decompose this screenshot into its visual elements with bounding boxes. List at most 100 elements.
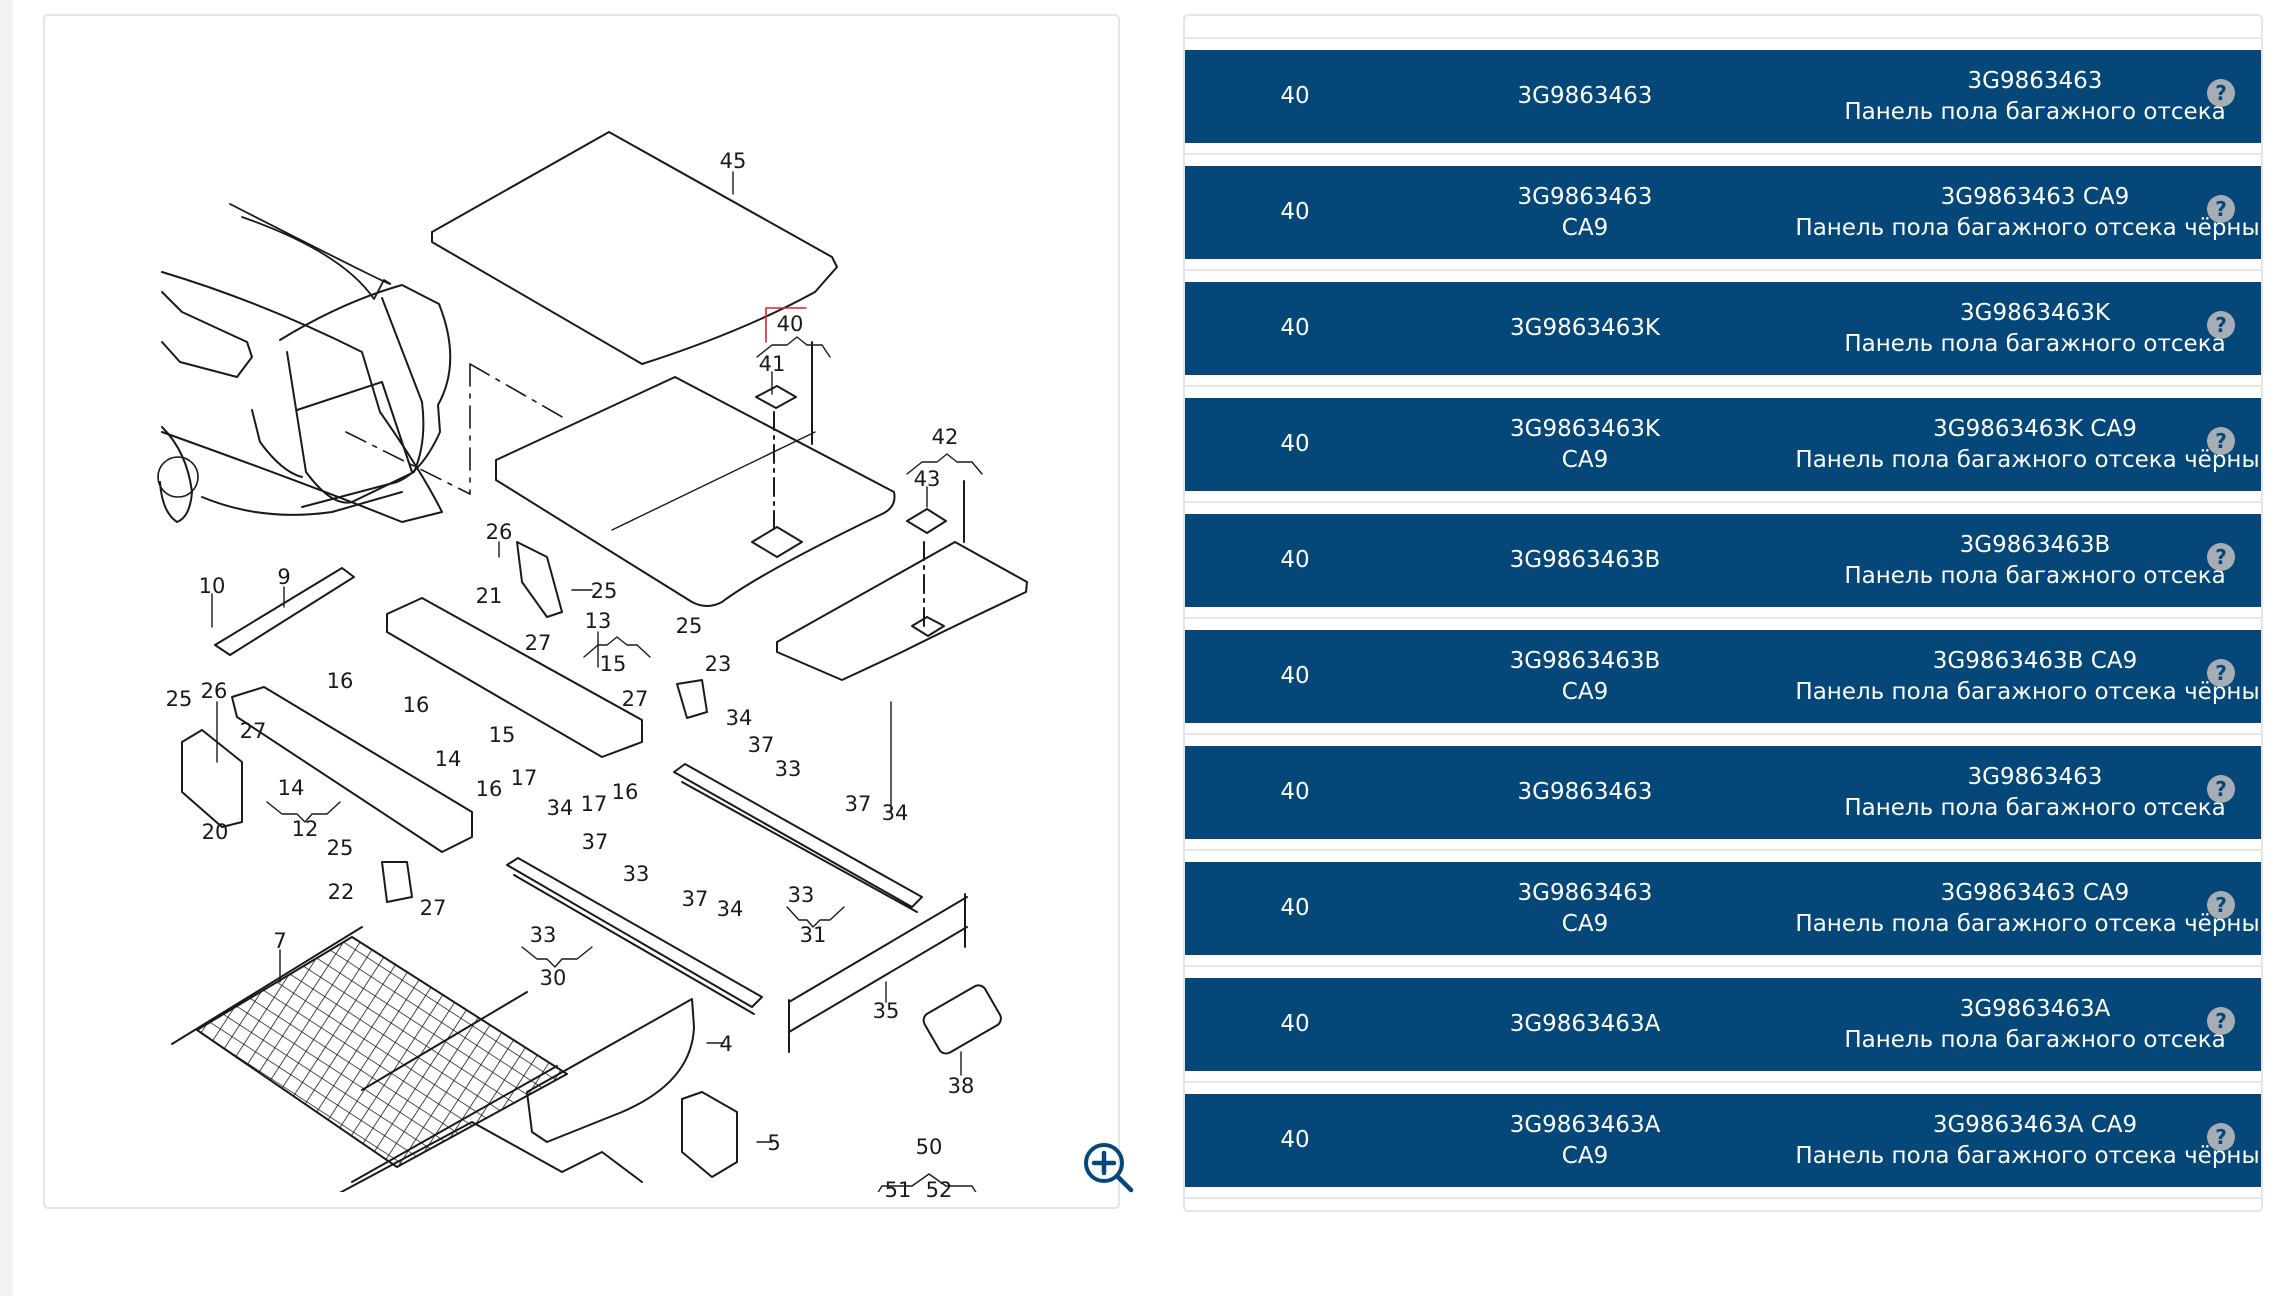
part-number: 3G9863463K CA9	[1475, 398, 1695, 491]
callout-label[interactable]: 37	[682, 887, 709, 911]
callout-label[interactable]: 14	[435, 747, 462, 771]
callout-label[interactable]: 33	[788, 883, 815, 907]
part-row[interactable]: 40 3G9863463B CA9 3G9863463B CA9 Панель …	[1185, 619, 2261, 735]
part-description: 3G9863463 Панель пола багажного отсека	[1725, 50, 2261, 143]
callout-label[interactable]: 45	[720, 149, 747, 173]
callout-label[interactable]: 43	[914, 467, 941, 491]
callout-label[interactable]: 25	[591, 579, 618, 603]
part-number-line2: CA9	[1561, 1142, 1609, 1169]
callout-label[interactable]: 16	[612, 780, 639, 804]
part-row-cell[interactable]: 40 3G9863463B 3G9863463B Панель пола баг…	[1185, 514, 2261, 607]
callout-label[interactable]: 27	[525, 631, 552, 655]
callout-label[interactable]: 33	[623, 862, 650, 886]
callout-label[interactable]: 13	[585, 609, 612, 633]
callout-label[interactable]: 4	[719, 1032, 732, 1056]
part-info-button[interactable]: ?	[2206, 658, 2236, 688]
highlight-marker	[765, 307, 807, 343]
part-title: 3G9863463 CA9	[1940, 879, 2130, 906]
callout-label[interactable]: 33	[530, 923, 557, 947]
callout-label[interactable]: 34	[726, 706, 753, 730]
part-info-button[interactable]: ?	[2206, 1122, 2236, 1152]
callout-label[interactable]: 12	[292, 817, 319, 841]
parts-diagram[interactable]: 45 40 41 42 43 26 25 21 10 9 13 15 27 25…	[45, 16, 1122, 1211]
part-row[interactable]: 40 3G9863463K CA9 3G9863463K CA9 Панель …	[1185, 387, 2261, 503]
callout-label[interactable]: 14	[278, 776, 305, 800]
callout-label[interactable]: 10	[199, 574, 226, 598]
callout-label[interactable]: 31	[800, 923, 827, 947]
part-row[interactable]: 40 3G9863463K 3G9863463K Панель пола баг…	[1185, 271, 2261, 387]
callout-label[interactable]: 27	[622, 687, 649, 711]
part-row-cell[interactable]: 40 3G9863463 3G9863463 Панель пола багаж…	[1185, 50, 2261, 143]
callout-label[interactable]: 50	[916, 1135, 943, 1159]
callout-label[interactable]: 37	[582, 830, 609, 854]
callout-label[interactable]: 26	[201, 679, 228, 703]
callout-label[interactable]: 23	[705, 652, 732, 676]
part-row[interactable]: 40 3G9863463A 3G9863463A Панель пола баг…	[1185, 967, 2261, 1083]
callout-label[interactable]: 16	[327, 669, 354, 693]
part-number-line2: CA9	[1561, 446, 1609, 473]
zoom-in-button[interactable]	[1081, 1140, 1137, 1196]
callout-label[interactable]: 35	[873, 999, 900, 1023]
callout-label[interactable]: 22	[328, 880, 355, 904]
callout-label[interactable]: 41	[759, 352, 786, 376]
question-circle-icon: ?	[2207, 775, 2235, 803]
part-info-button[interactable]: ?	[2206, 78, 2236, 108]
callout-label[interactable]: 25	[676, 614, 703, 638]
callout-label-selected[interactable]: 40	[777, 312, 804, 336]
part-number-line1: 3G9863463	[1517, 879, 1653, 906]
part-row-partial[interactable]	[1185, 1210, 2261, 1212]
callout-label[interactable]: 26	[486, 520, 513, 544]
callout-label[interactable]: 37	[845, 792, 872, 816]
part-info-button[interactable]: ?	[2206, 426, 2236, 456]
callout-label[interactable]: 25	[166, 687, 193, 711]
callout-label[interactable]: 15	[600, 652, 627, 676]
part-row-cell[interactable]: 40 3G9863463B CA9 3G9863463B CA9 Панель …	[1185, 630, 2261, 723]
part-20-bracket	[181, 729, 243, 828]
callout-label[interactable]: 16	[476, 777, 503, 801]
part-row-cell[interactable]: 40 3G9863463A CA9 3G9863463A CA9 Панель …	[1185, 1094, 2261, 1187]
callout-label[interactable]: 20	[202, 820, 229, 844]
callout-label[interactable]: 17	[581, 792, 608, 816]
part-info-button[interactable]: ?	[2206, 310, 2236, 340]
part-4-tray	[526, 998, 695, 1143]
part-info-button[interactable]: ?	[2206, 890, 2236, 920]
part-row-cell[interactable]: 40 3G9863463 CA9 3G9863463 CA9 Панель по…	[1185, 862, 2261, 955]
callout-label[interactable]: 5	[767, 1131, 780, 1155]
callout-label[interactable]: 34	[882, 801, 909, 825]
part-info-button[interactable]: ?	[2206, 542, 2236, 572]
callout-label[interactable]: 9	[277, 565, 290, 589]
callout-label[interactable]: 51	[885, 1178, 912, 1202]
callout-label[interactable]: 7	[273, 929, 286, 953]
part-row[interactable]: 40 3G9863463 3G9863463 Панель пола багаж…	[1185, 735, 2261, 851]
part-row[interactable]: 40 3G9863463A CA9 3G9863463A CA9 Панель …	[1185, 1083, 2261, 1199]
part-40-floor-panel	[495, 376, 896, 607]
part-info-button[interactable]: ?	[2206, 1006, 2236, 1036]
part-row-cell[interactable]: 40 3G9863463K CA9 3G9863463K CA9 Панель …	[1185, 398, 2261, 491]
part-row[interactable]: 40 3G9863463B 3G9863463B Панель пола баг…	[1185, 503, 2261, 619]
callout-label[interactable]: 17	[511, 766, 538, 790]
callout-label[interactable]: 38	[948, 1074, 975, 1098]
part-row[interactable]: 40 3G9863463 CA9 3G9863463 CA9 Панель по…	[1185, 851, 2261, 967]
callout-label[interactable]: 42	[932, 425, 959, 449]
callout-label[interactable]: 30	[540, 966, 567, 990]
callout-label[interactable]: 27	[240, 719, 267, 743]
callout-label[interactable]: 21	[476, 584, 503, 608]
callout-label[interactable]: 34	[717, 897, 744, 921]
part-row-cell[interactable]: 40 3G9863463 CA9 3G9863463 CA9 Панель по…	[1185, 166, 2261, 259]
callout-label[interactable]: 52	[926, 1178, 953, 1202]
part-row[interactable]: 40 3G9863463 CA9 3G9863463 CA9 Панель по…	[1185, 155, 2261, 271]
part-info-button[interactable]: ?	[2206, 774, 2236, 804]
callout-label[interactable]: 37	[748, 733, 775, 757]
callout-label[interactable]: 25	[327, 836, 354, 860]
callout-label[interactable]: 15	[489, 723, 516, 747]
callout-label[interactable]: 34	[547, 796, 574, 820]
part-info-button[interactable]: ?	[2206, 194, 2236, 224]
callout-label[interactable]: 33	[775, 757, 802, 781]
part-row-cell[interactable]: 40 3G9863463K 3G9863463K Панель пола баг…	[1185, 282, 2261, 375]
part-row-cell[interactable]: 40 3G9863463 3G9863463 Панель пола багаж…	[1185, 746, 2261, 839]
part-position: 40	[1280, 83, 1310, 109]
part-row[interactable]: 40 3G9863463 3G9863463 Панель пола багаж…	[1185, 39, 2261, 155]
callout-label[interactable]: 16	[403, 693, 430, 717]
part-row-cell[interactable]: 40 3G9863463A 3G9863463A Панель пола баг…	[1185, 978, 2261, 1071]
callout-label[interactable]: 27	[420, 896, 447, 920]
